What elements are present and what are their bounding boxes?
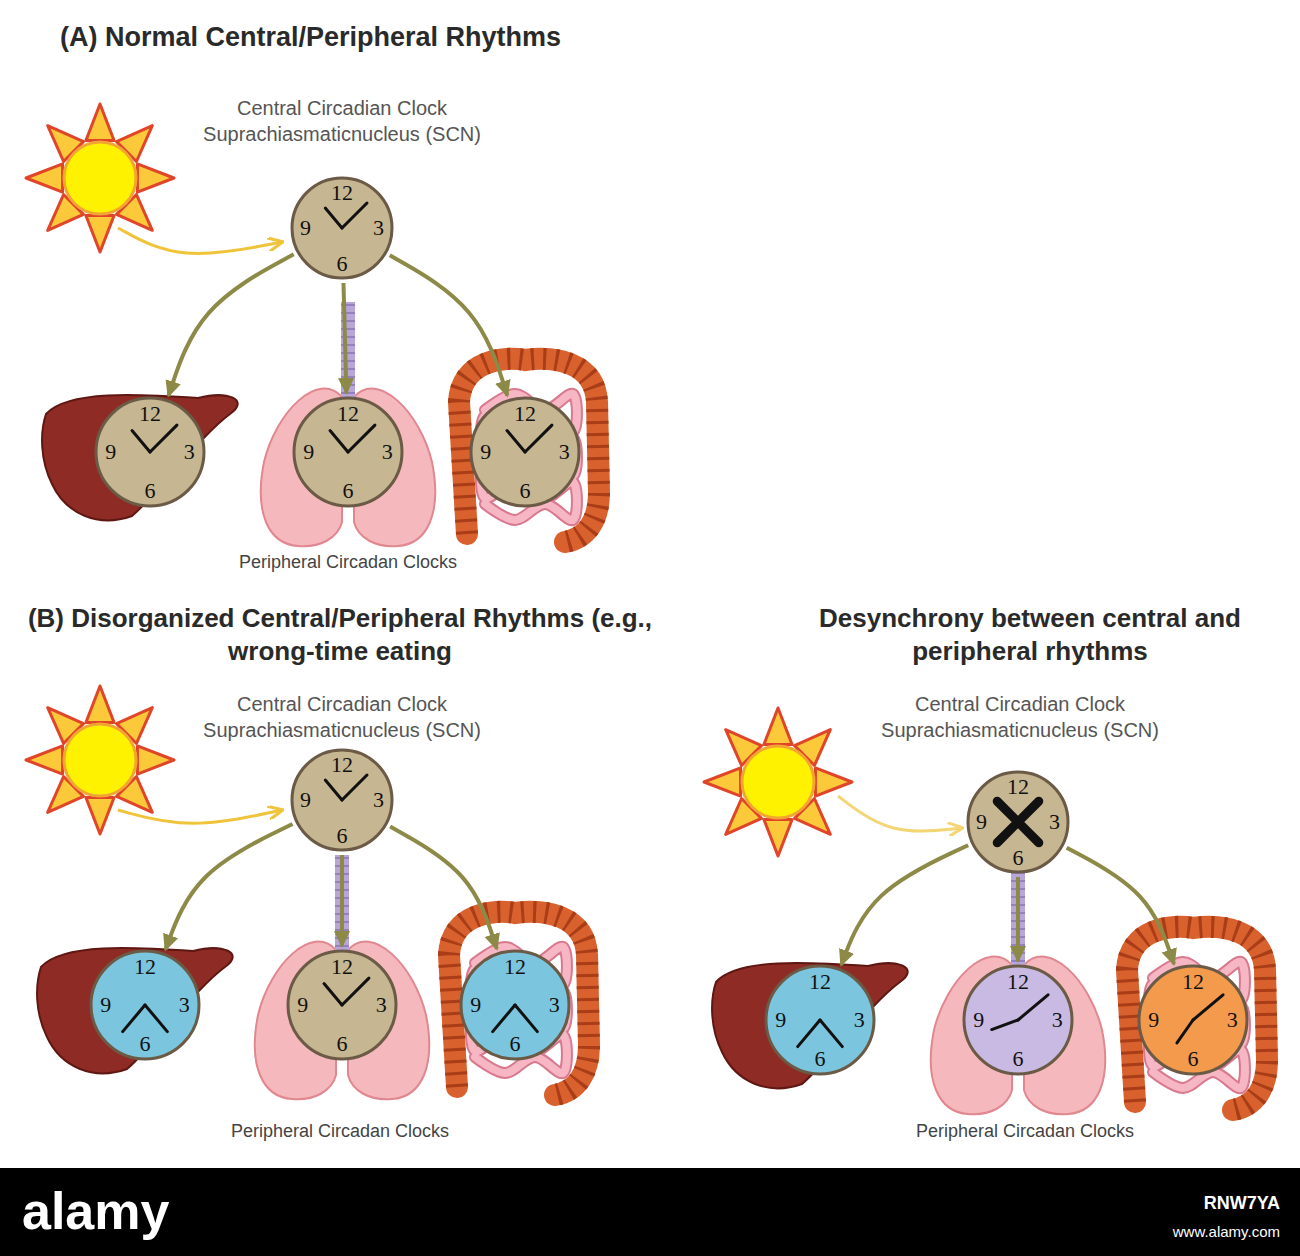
watermark: alamy	[22, 1178, 282, 1245]
panel-heading: (B) Disorganized Central/Peripheral Rhyt…	[4, 602, 676, 669]
lung-clock: 12 9 3 6	[292, 396, 404, 508]
clock-signal-arrow	[1016, 877, 1020, 961]
clock-signal-arrow	[1067, 848, 1174, 964]
clock-numeral: 12	[134, 956, 156, 978]
clock-numeral: 12	[331, 754, 353, 776]
clock-numeral: 12	[331, 182, 353, 204]
clock-numeral: 9	[775, 1009, 786, 1031]
peripheral-label: Peripheral Circadan Clocks	[875, 1120, 1175, 1143]
central-clock: 12 9 3 6	[966, 770, 1070, 874]
liver-illustration	[42, 395, 238, 520]
clock-numeral: 6	[510, 1033, 521, 1055]
clock-numeral: 9	[976, 811, 987, 833]
lung-illustration	[261, 302, 435, 546]
sun-icon	[26, 686, 174, 834]
lung-illustration	[255, 855, 429, 1099]
clock-signal-arrow	[165, 824, 292, 950]
clock-numeral: 12	[1182, 971, 1204, 993]
clock-numeral: 9	[973, 1009, 984, 1031]
intestine-clock: 12 9 3 6	[1137, 964, 1249, 1076]
clock-numeral: 6	[1013, 1048, 1024, 1070]
clock-numeral: 12	[337, 403, 359, 425]
liver-clock: 12 9 3 6	[89, 949, 201, 1061]
light-arrow	[838, 796, 962, 831]
watermark: www.alamy.com	[1080, 1222, 1280, 1241]
clock-numeral: 12	[1007, 776, 1029, 798]
clock-numeral: 6	[343, 480, 354, 502]
intestine-illustration	[449, 912, 589, 1095]
light-arrow	[118, 228, 282, 253]
clock-numeral: 12	[504, 956, 526, 978]
clock-numeral: 9	[470, 994, 481, 1016]
clock-signal-arrow	[343, 283, 346, 393]
clock-numeral: 9	[300, 217, 311, 239]
clock-numeral: 6	[337, 825, 348, 847]
clock-numeral: 3	[1049, 811, 1060, 833]
central-clock-label: Central Circadian Clock Suprachiasmaticn…	[177, 692, 507, 743]
peripheral-label: Peripheral Circadan Clocks	[198, 551, 498, 574]
liver-clock: 12 9 3 6	[94, 396, 206, 508]
clock-numeral: 12	[809, 971, 831, 993]
clock-numeral: 3	[382, 441, 393, 463]
panel-heading: (A) Normal Central/Peripheral Rhythms	[60, 20, 700, 55]
clock-numeral: 3	[854, 1009, 865, 1031]
intestine-illustration	[459, 359, 599, 542]
central-clock-label: Central Circadian Clock Suprachiasmaticn…	[855, 692, 1185, 743]
intestine-illustration	[1127, 927, 1267, 1110]
clock-numeral: 6	[145, 480, 156, 502]
clock-numeral: 9	[480, 441, 491, 463]
clock-numeral: 3	[373, 789, 384, 811]
peripheral-label: Peripheral Circadan Clocks	[190, 1120, 490, 1143]
clock-numeral: 9	[105, 441, 116, 463]
clock-numeral: 6	[520, 480, 531, 502]
clock-numeral: 12	[1007, 971, 1029, 993]
clock-numeral: 6	[815, 1048, 826, 1070]
clock-signal-arrow	[168, 254, 293, 396]
clock-numeral: 9	[297, 994, 308, 1016]
clock-signal-arrow	[841, 845, 968, 965]
clock-numeral: 12	[331, 956, 353, 978]
sun-icon	[704, 708, 852, 856]
intestine-clock: 12 9 3 6	[459, 949, 571, 1061]
lung-clock: 12 9 3 6	[962, 964, 1074, 1076]
clock-numeral: 3	[373, 217, 384, 239]
clock-numeral: 6	[337, 253, 348, 275]
liver-clock: 12 9 3 6	[764, 964, 876, 1076]
central-clock: 12 9 3 6	[290, 748, 394, 852]
clock-numeral: 9	[303, 441, 314, 463]
central-clock: 12 9 3 6	[290, 176, 394, 280]
footer-bar	[0, 1168, 1300, 1256]
clock-numeral: 6	[1188, 1048, 1199, 1070]
panel-heading: Desynchrony between central and peripher…	[770, 602, 1290, 669]
sun-icon	[26, 104, 174, 252]
watermark: RNW7YA	[1080, 1192, 1280, 1215]
clock-numeral: 9	[1148, 1009, 1159, 1031]
clock-numeral: 6	[337, 1033, 348, 1055]
clock-numeral: 3	[1227, 1009, 1238, 1031]
clock-numeral: 3	[559, 441, 570, 463]
clock-signal-arrow	[390, 827, 497, 949]
clock-numeral: 12	[514, 403, 536, 425]
lung-illustration	[931, 870, 1105, 1114]
clock-signal-arrow	[390, 255, 508, 395]
clock-numeral: 6	[140, 1033, 151, 1055]
central-clock-label: Central Circadian Clock Suprachiasmaticn…	[177, 96, 507, 147]
clock-numeral: 3	[376, 994, 387, 1016]
clock-numeral: 9	[100, 994, 111, 1016]
liver-illustration	[712, 963, 908, 1088]
clock-numeral: 12	[139, 403, 161, 425]
clock-numeral: 9	[300, 789, 311, 811]
clock-numeral: 3	[184, 441, 195, 463]
lung-clock: 12 9 3 6	[286, 949, 398, 1061]
clock-numeral: 6	[1013, 847, 1024, 869]
liver-illustration	[37, 948, 233, 1073]
light-arrow	[118, 810, 282, 823]
clock-signal-arrow	[340, 855, 344, 946]
clock-numeral: 3	[1052, 1009, 1063, 1031]
intestine-clock: 12 9 3 6	[469, 396, 581, 508]
clock-numeral: 3	[179, 994, 190, 1016]
clock-numeral: 3	[549, 994, 560, 1016]
